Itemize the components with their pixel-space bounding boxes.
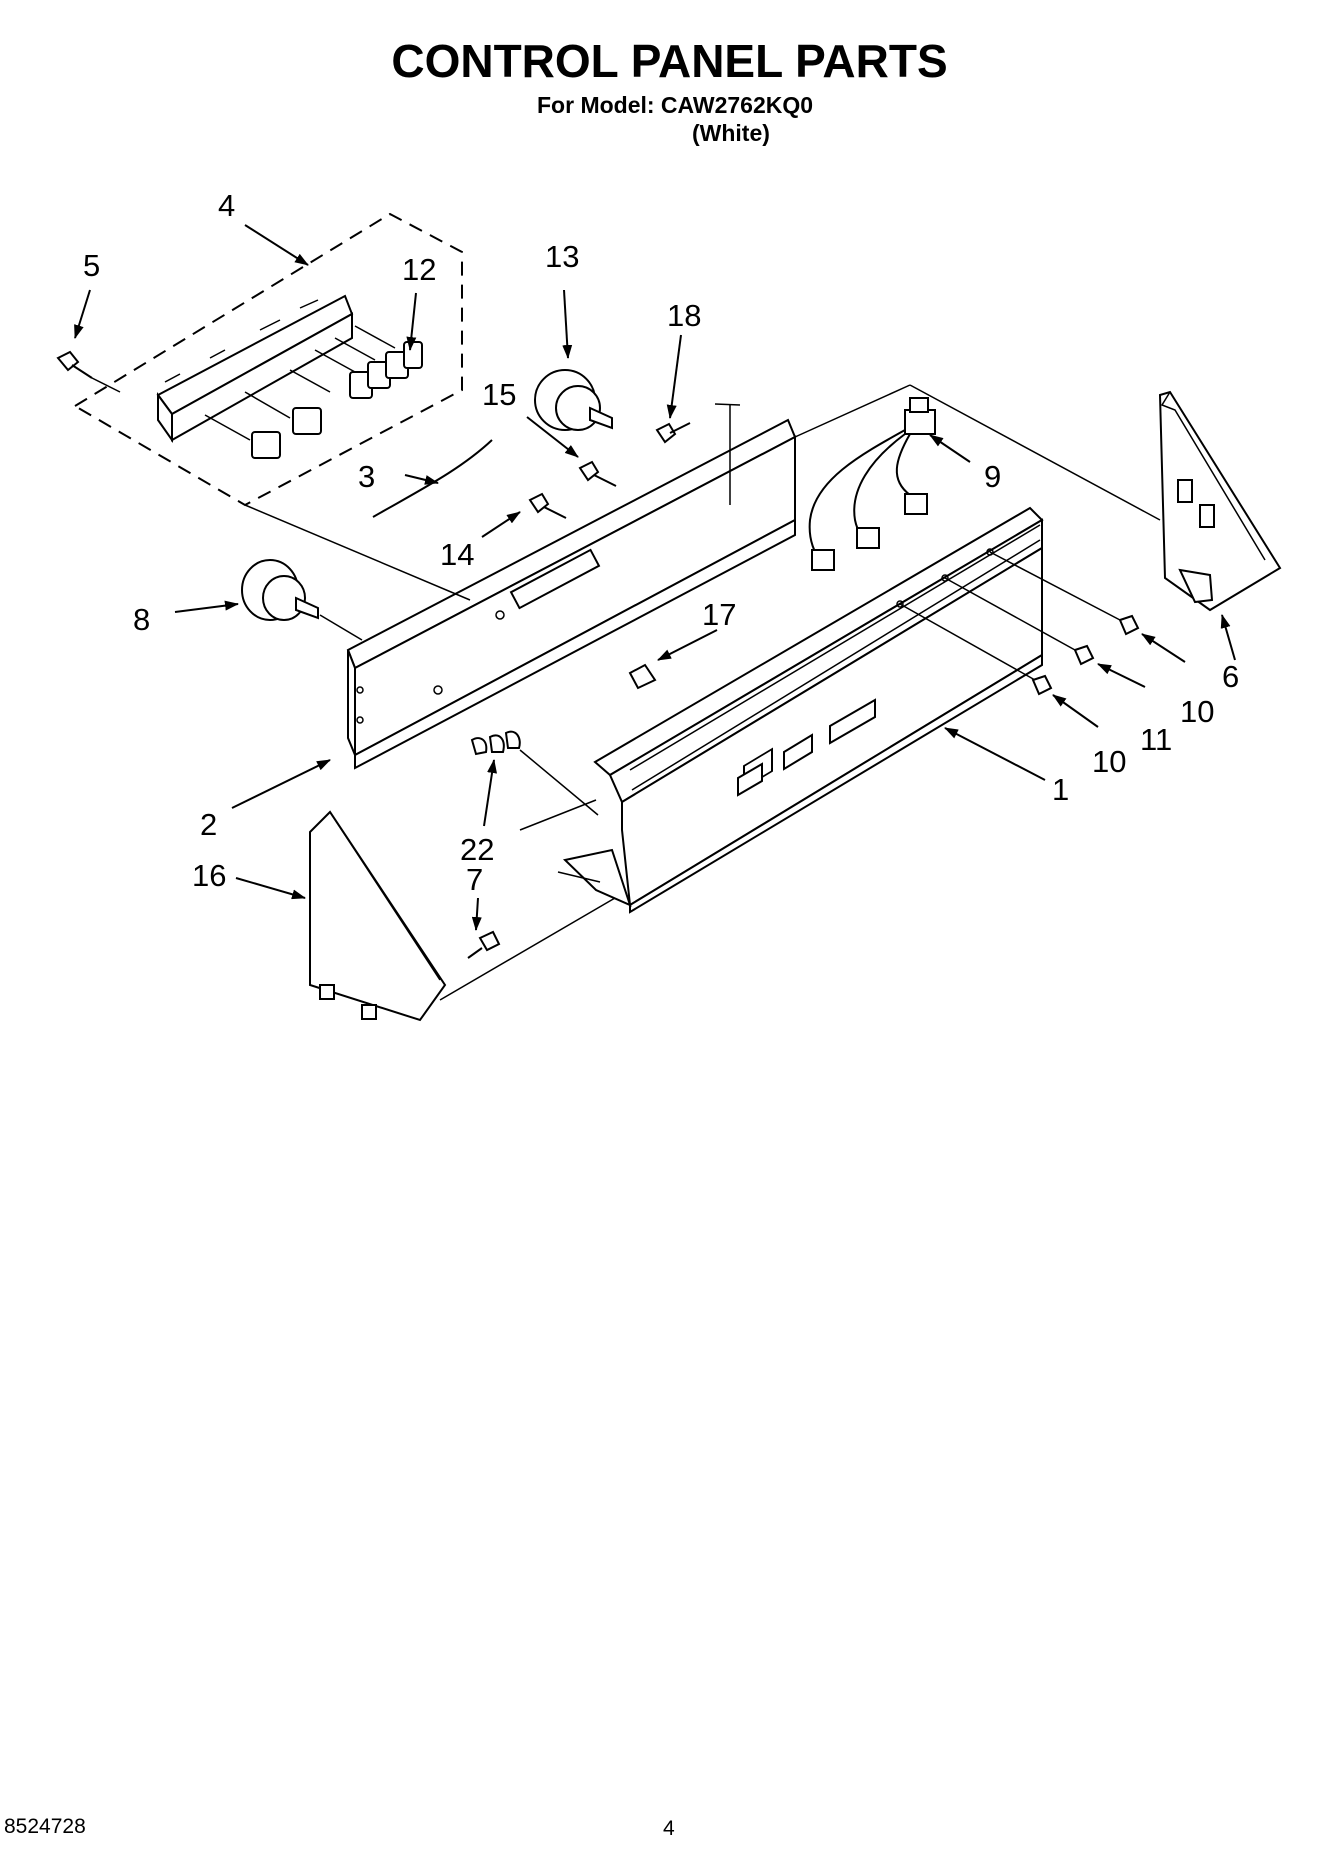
page-number: 4	[663, 1817, 675, 1840]
end-cap-left-part-16	[309, 810, 447, 1022]
callout-10-lower: 10	[1092, 744, 1126, 779]
callout-12: 12	[402, 252, 436, 287]
screw-part-11	[1073, 644, 1095, 666]
callout-5: 5	[83, 248, 100, 283]
wire-harness-part-9	[808, 397, 936, 571]
callout-8: 8	[133, 602, 150, 637]
callout-14: 14	[440, 537, 474, 572]
callout-13: 13	[545, 239, 579, 274]
control-knob-part-8	[241, 559, 319, 621]
callout-11: 11	[1140, 722, 1172, 757]
color-line: (White)	[692, 120, 770, 146]
switch-assembly-outline	[74, 212, 463, 507]
screw-part-10-upper	[1118, 614, 1140, 636]
screw-part-5	[56, 350, 93, 379]
screw-part-14	[528, 492, 567, 519]
document-number: 8524728	[4, 1815, 86, 1838]
callout-3: 3	[358, 459, 375, 494]
callout-22: 22	[460, 832, 494, 867]
callout-6: 6	[1222, 659, 1239, 694]
callout-1: 1	[1052, 772, 1069, 807]
screw-part-18	[655, 422, 691, 444]
control-knob-part-13	[534, 369, 613, 431]
end-cap-right-part-6	[1158, 390, 1282, 612]
model-line: For Model: CAW2762KQ0	[537, 92, 814, 118]
callout-4: 4	[218, 188, 235, 223]
clip-part-17	[628, 663, 657, 690]
screw-part-7	[467, 930, 501, 959]
callout-17: 17	[702, 597, 736, 632]
clip-part-22	[470, 730, 521, 756]
control-panel-console-part-1	[519, 506, 1044, 914]
callout-15: 15	[482, 377, 516, 412]
control-panel-bracket-part-2	[346, 418, 797, 770]
screw-part-15	[578, 460, 617, 487]
callout-18: 18	[667, 298, 701, 333]
callout-9: 9	[984, 459, 1001, 494]
callout-10-upper: 10	[1180, 694, 1214, 729]
callout-2: 2	[200, 807, 217, 842]
callout-16: 16	[192, 858, 226, 893]
screw-part-10-lower	[1031, 674, 1053, 696]
push-button-switch-assembly	[156, 294, 423, 459]
callout-7: 7	[466, 862, 483, 897]
page-title: CONTROL PANEL PARTS	[391, 35, 948, 87]
